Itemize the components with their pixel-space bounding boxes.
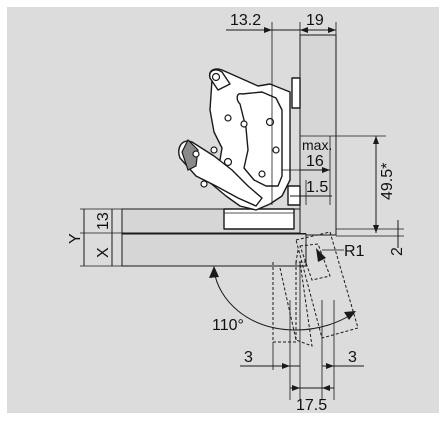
open-door-outline-2 — [279, 261, 313, 347]
dim-2: 2 — [389, 247, 406, 256]
pivot-hole — [224, 114, 232, 122]
arrow — [328, 27, 336, 33]
arrow — [264, 27, 272, 33]
dim-1-5: 1.5 — [306, 179, 328, 196]
open-door-outline-1 — [272, 262, 297, 343]
dim-max-label: max. — [302, 137, 332, 153]
pivot-hole — [240, 120, 248, 128]
arrow — [282, 363, 290, 369]
dim-17-5: 17.5 — [296, 397, 327, 414]
hinge-tab — [181, 138, 199, 171]
pivot-hole — [223, 157, 233, 167]
dim-x: X — [95, 247, 112, 258]
arrow — [326, 363, 334, 369]
door-panel-lower — [121, 233, 307, 267]
dim-y: Y — [67, 233, 84, 244]
hinge-link — [178, 140, 263, 207]
arrow — [300, 27, 308, 33]
pivot-hole — [200, 180, 208, 188]
arrow — [322, 385, 330, 391]
arrow — [322, 167, 330, 173]
dim-angle-110: 110° — [212, 317, 244, 334]
dim-13-2: 13.2 — [230, 12, 261, 29]
arrow — [373, 136, 379, 144]
hinge-cup — [223, 208, 295, 230]
arrow — [292, 385, 300, 391]
open-door-outline-5 — [295, 249, 306, 263]
dim-3-right: 3 — [348, 349, 357, 366]
pivot-hole — [265, 117, 275, 127]
arc-arrow-start — [209, 266, 219, 278]
pivot-hole — [192, 150, 200, 158]
pivot-hole — [272, 146, 280, 154]
mounting-plate — [291, 77, 301, 109]
pivot-hole — [258, 170, 266, 178]
dim-r1: R1 — [344, 243, 365, 260]
open-door-outline-4 — [299, 243, 331, 281]
r1-marker — [316, 248, 326, 262]
pivot-hole — [210, 146, 218, 154]
dim-16: 16 — [306, 153, 324, 170]
pivot-hole — [211, 72, 221, 82]
dim-13: 13 — [95, 212, 112, 230]
dim-3-left: 3 — [244, 349, 253, 366]
hinge-arm-inner — [236, 91, 283, 187]
open-door-outline-3 — [295, 231, 359, 339]
arc-arrow-end — [344, 311, 356, 320]
cabinet-side-panel — [299, 34, 337, 236]
dim-49-5: 49.5* — [379, 163, 396, 200]
dim-19: 19 — [306, 12, 324, 29]
